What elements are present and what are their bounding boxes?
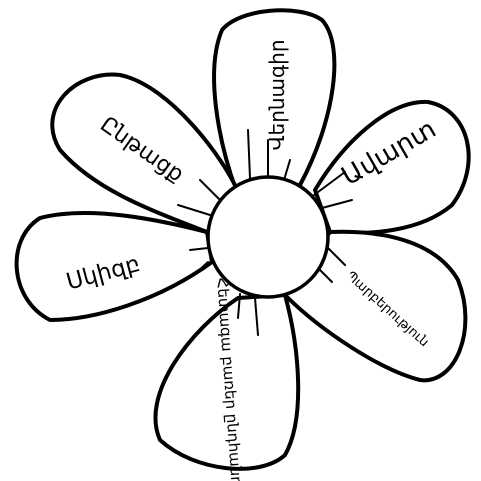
label-top: Վերնագիր [265, 39, 289, 150]
